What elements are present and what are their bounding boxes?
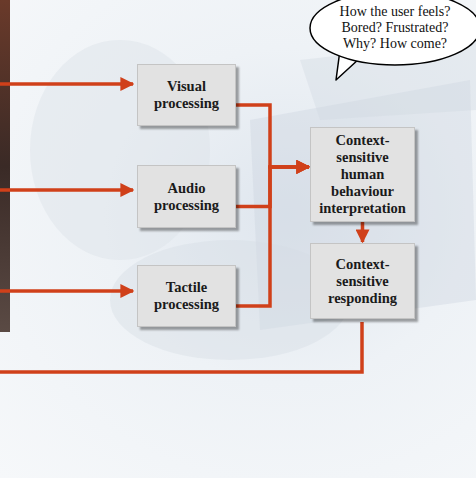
box-label: Tactile processing <box>143 279 230 313</box>
process-box: Audio processing <box>137 165 236 228</box>
box-label: Context-sensitive human behaviour interp… <box>316 132 409 217</box>
input-arrow <box>0 188 133 192</box>
flow-arrow <box>236 105 309 167</box>
flow-arrow <box>236 167 309 207</box>
process-box: Visual processing <box>137 64 236 126</box>
feedback-line <box>0 322 362 372</box>
speech-bubble: How the user feels? Bored? Frustrated? W… <box>309 0 476 66</box>
input-arrow <box>0 82 133 86</box>
bubble-text: How the user feels? Bored? Frustrated? W… <box>329 4 461 52</box>
process-box: Context-sensitive responding <box>310 243 415 319</box>
process-box: Context-sensitive human behaviour interp… <box>310 127 415 222</box>
box-label: Audio processing <box>143 180 230 214</box>
process-box: Tactile processing <box>137 265 236 327</box>
flow-arrow <box>361 222 365 242</box>
input-arrow <box>0 289 133 293</box>
flow-arrow <box>236 167 309 306</box>
box-label: Context-sensitive responding <box>316 256 409 307</box>
photo-strip <box>0 0 10 332</box>
box-label: Visual processing <box>143 78 230 112</box>
